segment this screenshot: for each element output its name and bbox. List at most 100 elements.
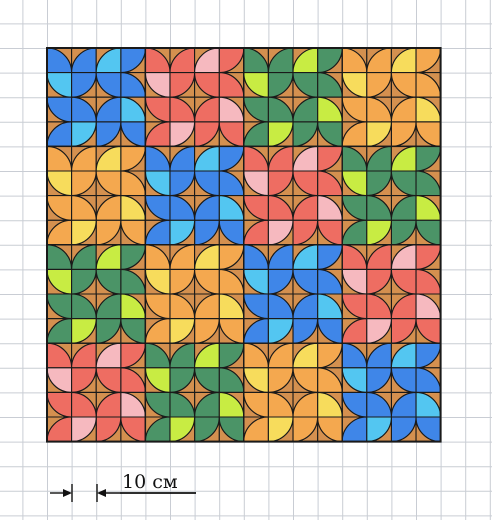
pinwheel-quadrant xyxy=(144,342,196,393)
pinwheel-quadrant xyxy=(46,391,97,443)
pinwheel-quadrant xyxy=(292,195,343,246)
pinwheel-quadrant xyxy=(46,195,97,246)
quilt-outline xyxy=(46,47,442,443)
petal-piece xyxy=(169,195,196,221)
pinwheel-quadrant xyxy=(292,244,343,295)
pinwheel-quadrant xyxy=(194,244,245,295)
pinwheel-quadrant xyxy=(194,195,245,246)
quilt-block-orange xyxy=(144,244,245,344)
scale-bar-right-arrowhead xyxy=(97,489,106,497)
quilt-block-blue xyxy=(46,47,147,148)
quilt-block-green xyxy=(341,145,442,246)
pinwheel-quadrant xyxy=(243,145,294,197)
pinwheel-quadrant xyxy=(95,244,146,295)
pinwheel-quadrant xyxy=(243,47,294,98)
pinwheel-quadrant xyxy=(292,391,343,443)
pinwheel-quadrant xyxy=(341,145,392,197)
petal-piece xyxy=(71,96,97,123)
pinwheel-quadrant xyxy=(46,293,97,344)
pinwheel-quadrant xyxy=(95,96,146,147)
pinwheel-quadrant xyxy=(341,342,392,393)
pinwheel-quadrant xyxy=(341,293,392,344)
quilt-block-blue xyxy=(341,342,442,443)
pinwheel-quadrant xyxy=(144,195,196,246)
pinwheel-quadrant xyxy=(341,195,392,246)
pinwheel-quadrant xyxy=(341,391,392,443)
pinwheel-quadrant xyxy=(390,293,442,344)
pinwheel-quadrant xyxy=(243,342,294,393)
quilt-block-blue xyxy=(144,145,245,246)
pinwheel-quadrant xyxy=(243,195,294,246)
pinwheel-quadrant xyxy=(194,342,245,393)
quilt-block-green xyxy=(46,244,147,344)
petal-piece xyxy=(366,96,392,123)
quilt-block-green xyxy=(144,342,245,443)
pinwheel-quadrant xyxy=(144,96,196,147)
pinwheel-quadrant xyxy=(144,293,196,344)
petal-piece xyxy=(267,96,294,123)
quilt-block-green xyxy=(243,47,343,148)
pinwheel-quadrant xyxy=(144,391,196,443)
petal-piece xyxy=(267,391,294,418)
pinwheel-quadrant xyxy=(95,391,146,443)
pinwheel-quadrant xyxy=(95,293,146,344)
petal-piece xyxy=(71,391,97,418)
quilt-block-blue xyxy=(243,244,343,344)
petal-piece xyxy=(169,96,196,123)
quilt-block-red xyxy=(144,47,245,148)
petal-piece xyxy=(71,293,97,320)
scale-bar: 10 см xyxy=(50,471,196,502)
petal-piece xyxy=(71,195,97,221)
pinwheel-quadrant xyxy=(390,96,442,147)
petal-piece xyxy=(267,195,294,221)
scale-bar-label: 10 см xyxy=(122,471,178,493)
pinwheel-quadrant xyxy=(46,145,97,197)
pinwheel-quadrant xyxy=(341,244,392,295)
petal-piece xyxy=(366,293,392,320)
pinwheel-quadrant xyxy=(46,342,97,393)
pinwheel-quadrant xyxy=(390,145,442,197)
pinwheel-quadrant xyxy=(390,342,442,393)
quilt-block-orange xyxy=(341,47,442,148)
petal-piece xyxy=(366,391,392,418)
pinwheel-quadrant xyxy=(46,244,97,295)
pinwheel-quadrant xyxy=(95,145,146,197)
pinwheel-quadrant xyxy=(194,391,245,443)
petal-piece xyxy=(169,391,196,418)
pinwheel-quadrant xyxy=(292,342,343,393)
pinwheel-quadrant xyxy=(243,244,294,295)
petal-piece xyxy=(267,293,294,320)
quilt-block-red xyxy=(46,342,147,443)
pinwheel-quadrant xyxy=(95,47,146,98)
scale-bar-left-arrowhead xyxy=(63,489,72,497)
quilt-block-orange xyxy=(46,145,147,246)
pinwheel-quadrant xyxy=(144,244,196,295)
pinwheel-quadrant xyxy=(95,342,146,393)
pinwheel-quadrant xyxy=(243,293,294,344)
petal-piece xyxy=(169,293,196,320)
pinwheel-quadrant xyxy=(95,195,146,246)
pinwheel-quadrant xyxy=(292,47,343,98)
pinwheel-quadrant xyxy=(243,391,294,443)
pinwheel-quadrant xyxy=(194,47,245,98)
pinwheel-quadrant xyxy=(390,195,442,246)
pinwheel-quadrant xyxy=(390,47,442,98)
pinwheel-quadrant xyxy=(144,47,196,98)
pinwheel-quadrant xyxy=(144,145,196,197)
petal-piece xyxy=(366,195,392,221)
quilt-block-orange xyxy=(243,342,343,443)
quilt-block-red xyxy=(341,244,442,344)
pinwheel-quadrant xyxy=(194,293,245,344)
pinwheel-quadrant xyxy=(390,244,442,295)
quilt-border xyxy=(46,47,442,443)
quilt-block-red xyxy=(243,145,343,246)
pinwheel-quadrant xyxy=(292,293,343,344)
pinwheel-quadrant xyxy=(194,96,245,147)
pinwheel-quadrant xyxy=(46,96,97,147)
pinwheel-quadrant xyxy=(341,47,392,98)
pinwheel-quadrant xyxy=(292,145,343,197)
pinwheel-quadrant xyxy=(194,145,245,197)
pinwheel-quadrant xyxy=(341,96,392,147)
